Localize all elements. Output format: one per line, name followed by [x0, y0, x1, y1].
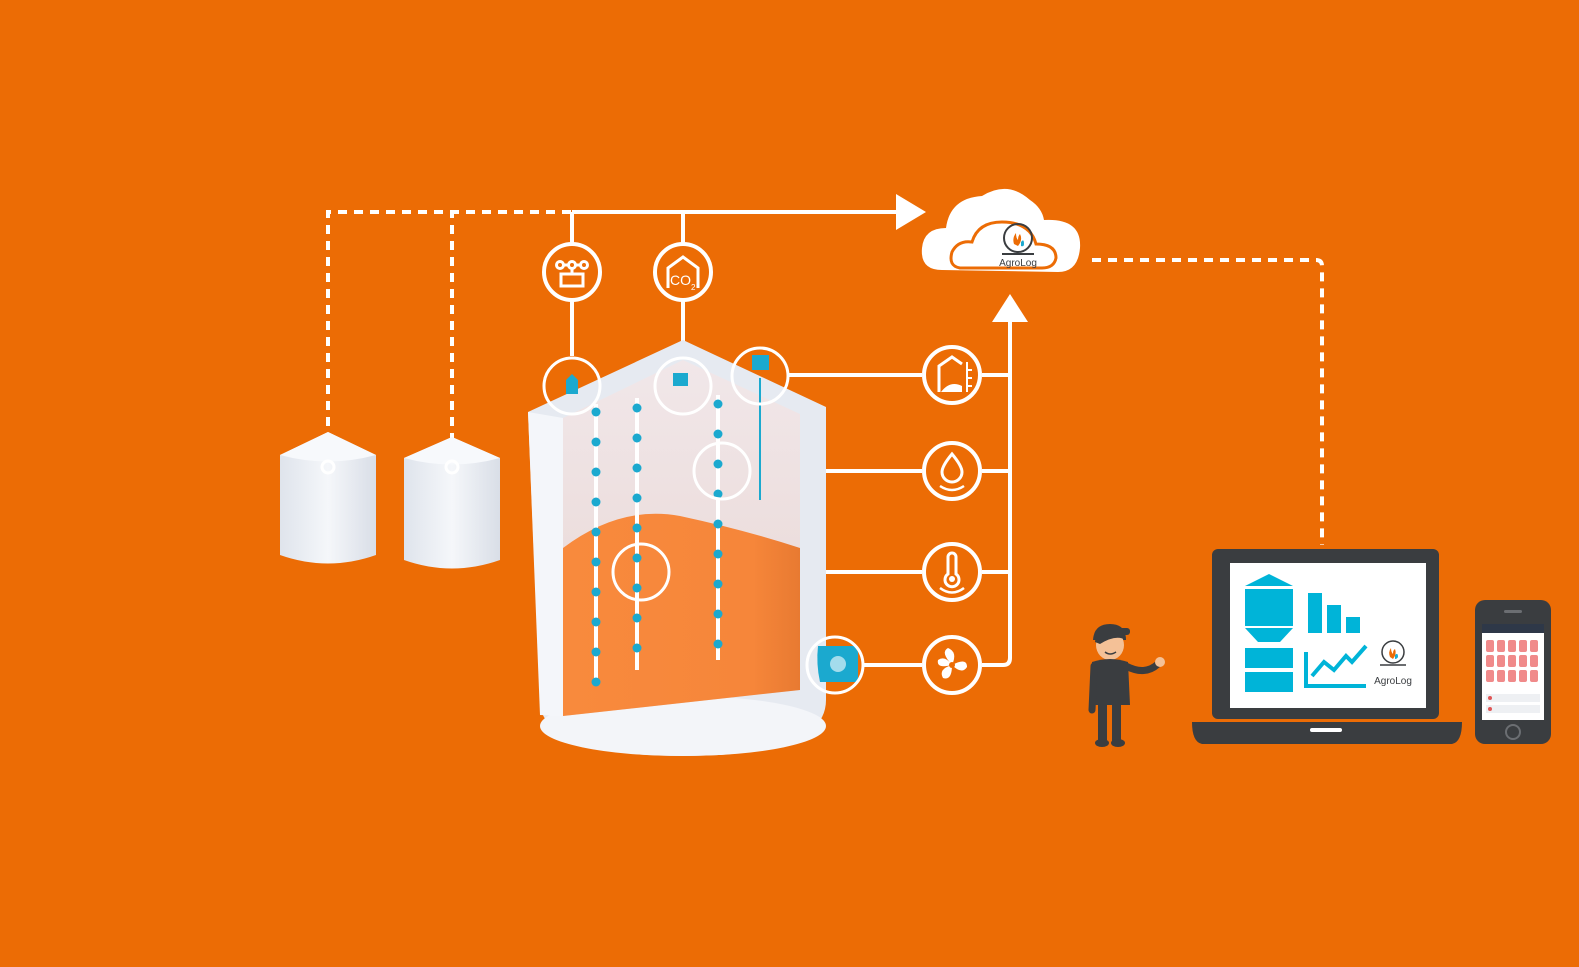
sensor-dot — [632, 523, 642, 533]
arrow-to-cloud — [896, 194, 926, 230]
screen-line-chart — [1304, 644, 1368, 688]
phone-sensor-tiles — [1486, 640, 1538, 682]
phone-tile — [1530, 640, 1538, 652]
sensor-dot — [632, 643, 642, 653]
grain-level-icon — [922, 345, 982, 405]
phone-tile — [1530, 670, 1538, 682]
phone-tile — [1497, 655, 1505, 667]
grain-fill — [563, 513, 800, 716]
temperature-sensor-dots — [591, 399, 723, 687]
sensor-dot — [713, 609, 723, 619]
fan-device — [817, 646, 858, 682]
main-silo — [528, 340, 826, 756]
solid-connections — [570, 210, 1012, 667]
sensor-dot — [591, 557, 601, 567]
sensor-dot — [632, 613, 642, 623]
screen-silo-graphic — [1245, 574, 1293, 692]
sensor-dot — [591, 467, 601, 477]
co2-sensor-device — [673, 373, 688, 386]
level-sensor-icon — [542, 242, 602, 302]
phone-tile — [1486, 640, 1494, 652]
sensor-dot — [591, 437, 601, 447]
phone-tile — [1508, 670, 1516, 682]
sensor-dot — [591, 587, 601, 597]
level-sensor-device — [566, 374, 578, 394]
small-silo-1 — [280, 432, 376, 564]
sensor-dot — [591, 407, 601, 417]
phone-tile — [1497, 640, 1505, 652]
phone-tile — [1497, 670, 1505, 682]
sensor-dot — [591, 527, 601, 537]
co2-sensor-icon: CO 2 — [653, 242, 713, 302]
phone-tile — [1519, 655, 1527, 667]
fan-icon — [922, 635, 982, 695]
sensor-dot — [713, 579, 723, 589]
small-silo-2 — [404, 437, 500, 569]
arrow-up-to-cloud — [992, 294, 1028, 322]
sensor-dot — [591, 497, 601, 507]
moisture-icon — [922, 441, 982, 501]
sensor-dot — [591, 677, 601, 687]
radar-sensor-device — [752, 355, 769, 370]
farmer-figure — [1088, 624, 1165, 747]
sensor-dot — [632, 493, 642, 503]
sensor-dot — [591, 617, 601, 627]
screen-agrolog-logo-icon — [1380, 640, 1406, 666]
agrolog-logo-icon — [1002, 223, 1034, 255]
temperature-icon — [922, 542, 982, 602]
agrolog-cloud: AgroLog — [921, 188, 1081, 272]
screen-bar-chart — [1308, 593, 1360, 633]
cloud-brand-label: AgroLog — [999, 258, 1037, 269]
co2-subscript: 2 — [691, 283, 696, 292]
dashed-connections — [326, 210, 1324, 545]
sensor-dot — [632, 463, 642, 473]
sensor-dot — [713, 429, 723, 439]
sensor-dot — [713, 549, 723, 559]
sensor-dot — [632, 403, 642, 413]
phone-tile — [1508, 640, 1516, 652]
phone-tile — [1519, 640, 1527, 652]
sensor-dot — [632, 433, 642, 443]
phone-tile — [1486, 670, 1494, 682]
co2-label: CO — [670, 272, 691, 288]
phone-tile — [1486, 655, 1494, 667]
phone-tile — [1508, 655, 1516, 667]
sensor-dot — [713, 639, 723, 649]
laptop-brand-label: AgroLog — [1374, 676, 1412, 687]
phone-tile — [1530, 655, 1538, 667]
laptop: AgroLog — [1192, 549, 1462, 744]
silo-1-link — [326, 210, 572, 458]
phone-tile — [1519, 670, 1527, 682]
smartphone — [1475, 600, 1551, 744]
cloud-to-laptop-link — [1092, 258, 1324, 545]
roof-devices — [566, 355, 769, 394]
sensor-highlight-rings — [542, 346, 865, 695]
sensor-dot — [591, 647, 601, 657]
sensor-dot — [713, 519, 723, 529]
sensor-dot — [713, 489, 723, 499]
sensor-dot — [632, 583, 642, 593]
sensor-dot — [632, 553, 642, 563]
sensor-dot — [713, 459, 723, 469]
sensor-dot — [713, 399, 723, 409]
